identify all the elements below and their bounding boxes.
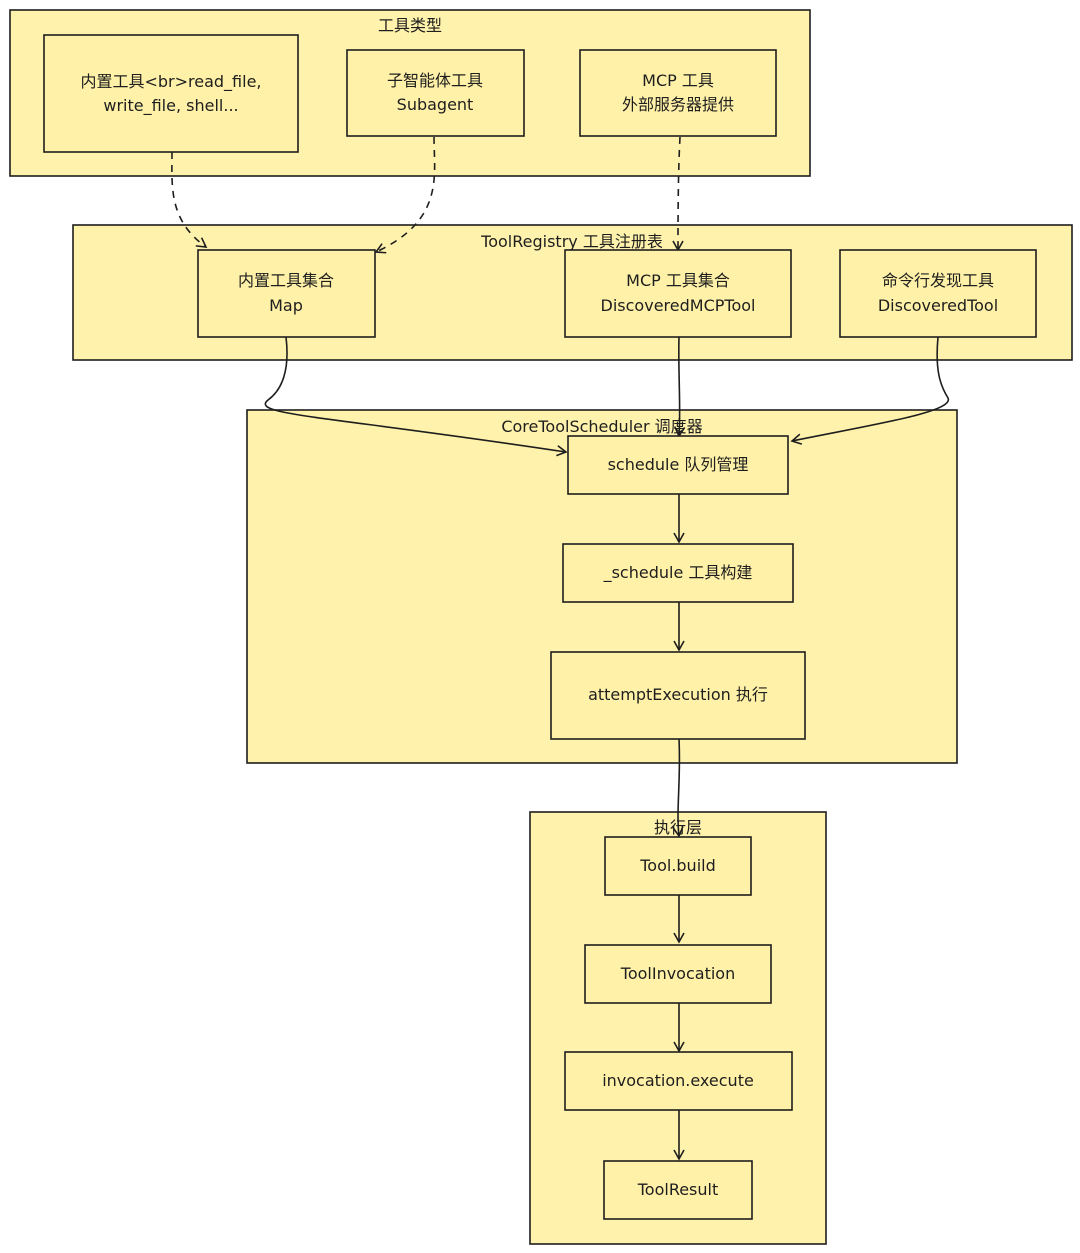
node-tool-build-box	[604, 836, 752, 896]
node-mcp-set-box	[564, 249, 792, 338]
group-core-tool-scheduler-title: CoreToolScheduler 调度器	[501, 417, 702, 436]
node-attempt-execution-label: attemptExecution 执行	[588, 685, 768, 704]
edge-builtin-tools-to-builtin-set	[171, 151, 208, 248]
node-invocation-execute: invocation.execute	[564, 1051, 793, 1111]
node-schedule-build: _schedule 工具构建	[562, 543, 794, 603]
edges	[171, 136, 949, 1161]
node-cli-discovered-label-line2: DiscoveredTool	[878, 296, 998, 315]
node-tool-build-label: Tool.build	[639, 856, 716, 875]
node-schedule-build-label: _schedule 工具构建	[603, 563, 753, 583]
node-attempt-execution: attemptExecution 执行	[550, 651, 806, 740]
node-invocation-execute-box	[564, 1051, 793, 1111]
node-tool-result-box	[603, 1160, 753, 1220]
node-mcp-tools-label-line2: 外部服务器提供	[622, 95, 734, 114]
node-tool-result: ToolResult	[603, 1160, 753, 1220]
node-builtin-set-box	[197, 249, 376, 338]
node-cli-discovered-box	[839, 249, 1037, 338]
node-subagent-tools-box	[346, 49, 525, 137]
node-invocation-execute-label: invocation.execute	[602, 1071, 754, 1090]
node-tool-invocation-box	[584, 944, 772, 1004]
node-tool-invocation: ToolInvocation	[584, 944, 772, 1004]
node-builtin-set: 内置工具集合 Map	[197, 249, 376, 338]
node-subagent-tools: 子智能体工具 Subagent	[346, 49, 525, 137]
edge-attempt-execution-to-tool-build	[672, 738, 684, 838]
edge-subagent-tools-to-builtin-set	[374, 136, 436, 254]
node-subagent-tools-label-line2: Subagent	[397, 95, 474, 114]
edge-cli-discovered-to-schedule	[790, 336, 949, 445]
node-tool-build: Tool.build	[604, 836, 752, 896]
node-builtin-set-label-line1: 内置工具集合	[238, 271, 334, 290]
node-mcp-tools-label-line1: MCP 工具	[642, 71, 714, 90]
node-mcp-set-label-line2: DiscoveredMCPTool	[601, 296, 756, 315]
node-mcp-set: MCP 工具集合 DiscoveredMCPTool	[564, 249, 792, 338]
group-tool-registry-title: ToolRegistry 工具注册表	[480, 232, 663, 251]
node-schedule-box	[567, 435, 789, 495]
node-builtin-tools-label-line1: 内置工具<br>read_file,	[80, 72, 261, 92]
node-builtin-set-label-line2: Map	[269, 296, 303, 315]
node-cli-discovered: 命令行发现工具 DiscoveredTool	[839, 249, 1037, 338]
node-mcp-tools: MCP 工具 外部服务器提供	[579, 49, 777, 137]
node-schedule-label: schedule 队列管理	[608, 455, 749, 474]
node-builtin-tools-label-line2: write_file, shell...	[103, 96, 238, 116]
node-tool-invocation-label: ToolInvocation	[620, 964, 735, 983]
node-mcp-tools-box	[579, 49, 777, 137]
node-schedule: schedule 队列管理	[567, 435, 789, 495]
node-tool-result-label: ToolResult	[637, 1180, 719, 1199]
node-attempt-execution-box	[550, 651, 806, 740]
node-mcp-set-label-line1: MCP 工具集合	[626, 271, 730, 290]
edge-mcp-set-to-schedule	[673, 336, 686, 438]
node-subagent-tools-label-line1: 子智能体工具	[387, 71, 483, 90]
node-builtin-tools-box	[43, 34, 299, 153]
node-cli-discovered-label-line1: 命令行发现工具	[882, 271, 994, 290]
node-schedule-build-box	[562, 543, 794, 603]
node-builtin-tools: 内置工具<br>read_file, write_file, shell...	[43, 34, 299, 153]
group-tool-types-title: 工具类型	[378, 16, 442, 35]
edge-builtin-set-to-schedule	[264, 336, 568, 457]
